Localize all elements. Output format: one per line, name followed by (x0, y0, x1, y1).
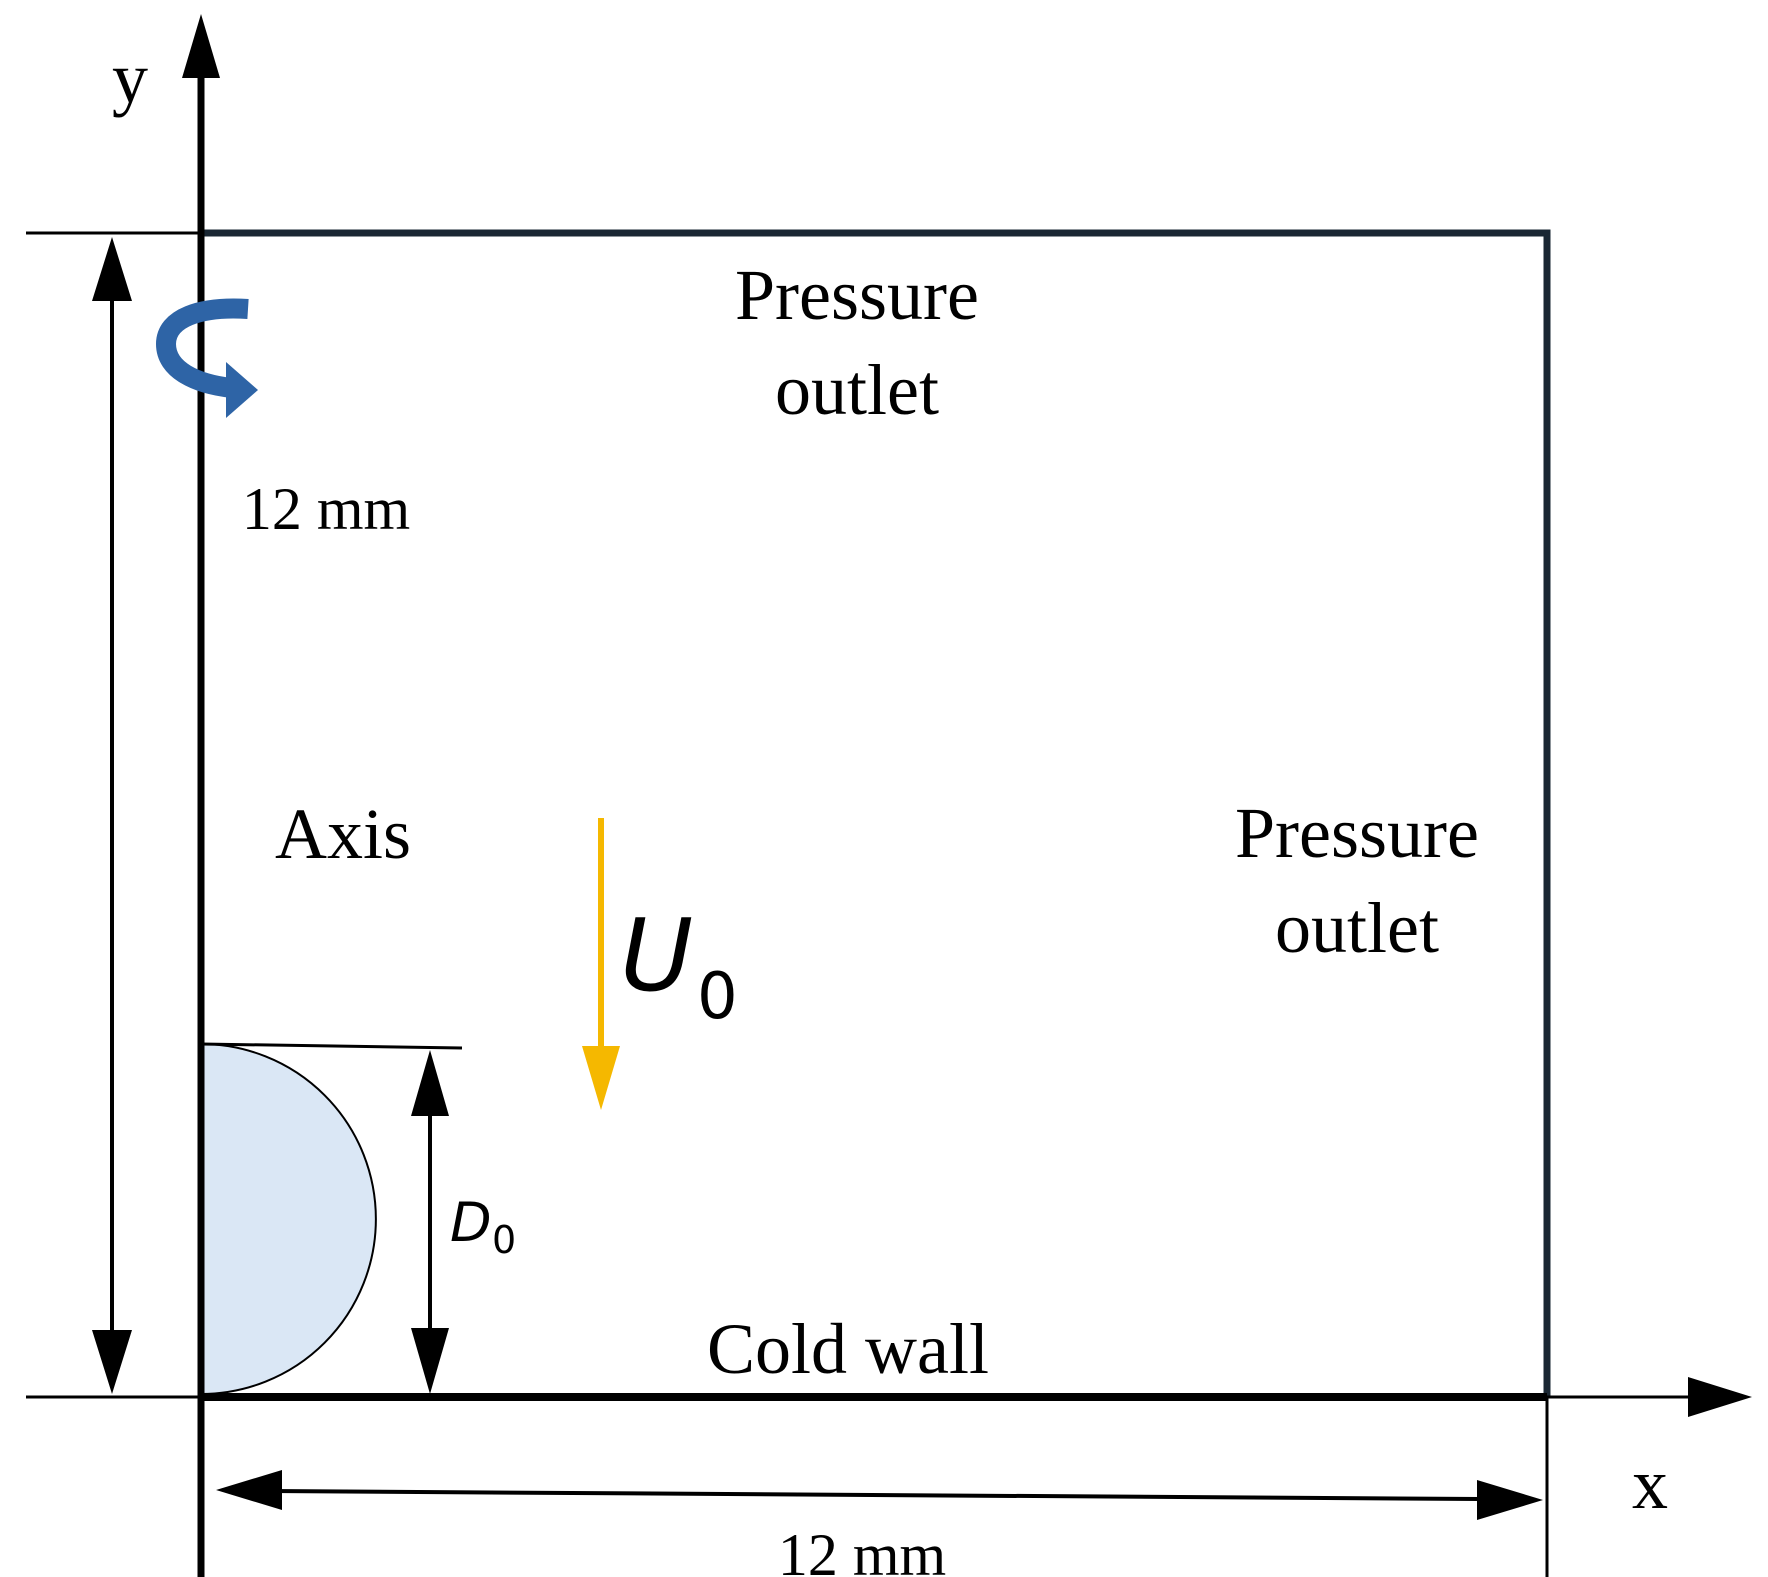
diameter-subscript: 0 (492, 1218, 516, 1262)
x-axis-label: x (1632, 1444, 1668, 1524)
velocity-subscript: 0 (697, 960, 738, 1034)
width-dimension-label: 12 mm (778, 1522, 946, 1577)
droplet-shape (200, 1042, 377, 1396)
bottom-boundary-label: Cold wall (707, 1309, 989, 1389)
height-dimension-arrowhead-top (92, 237, 132, 301)
domain-boundary (201, 229, 1551, 1397)
diameter-dimension-arrowhead-top (411, 1050, 449, 1116)
velocity-arrow-head (582, 1046, 620, 1110)
right-boundary-label-line2: outlet (1275, 888, 1439, 968)
droplet-top-tangent-line (200, 1042, 463, 1050)
top-boundary-label-line1: Pressure (735, 255, 979, 335)
y-axis-label: y (112, 38, 148, 118)
top-boundary-label-line2: outlet (775, 350, 939, 430)
width-dimension-arrowhead-left (216, 1470, 282, 1510)
width-dimension-line (269, 1489, 1481, 1501)
rotation-arrow-icon (155, 298, 258, 418)
diameter-dimension-arrowhead-bottom (411, 1328, 449, 1394)
x-axis-arrowhead (1688, 1377, 1752, 1417)
height-dimension-label: 12 mm (242, 476, 410, 542)
width-dimension-arrowhead-right (1477, 1480, 1543, 1520)
height-dimension-arrowhead-bottom (92, 1330, 132, 1394)
velocity-symbol: U (620, 897, 693, 1014)
diameter-symbol: D (450, 1191, 492, 1254)
axis-boundary-label: Axis (275, 794, 411, 874)
right-boundary-label-line1: Pressure (1235, 793, 1479, 873)
y-axis-arrowhead (182, 14, 220, 78)
